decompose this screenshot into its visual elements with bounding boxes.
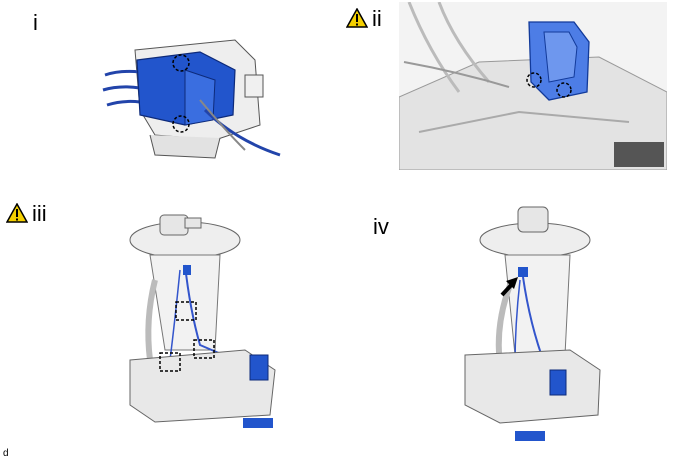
step-label-iv: iv (373, 214, 389, 239)
panel-iii-pump-illustration (129, 214, 276, 428)
warning-triangle-icon (346, 8, 368, 28)
panel-iv-pump-illustration (464, 206, 601, 441)
warning-triangle-icon (6, 203, 28, 223)
connector-marker (175, 301, 197, 321)
clip-marker (526, 72, 542, 88)
step-label-i: i (33, 10, 38, 35)
clip-marker (556, 82, 572, 98)
connector-marker (159, 352, 181, 372)
clip-marker (172, 115, 190, 133)
arrow-icon (500, 277, 518, 297)
panel-ii-cover-illustration (399, 2, 667, 170)
step-label-ii: ii (372, 6, 382, 31)
panel-i-connector-illustration (102, 39, 281, 159)
figure-code: d (3, 448, 9, 459)
connector-marker (193, 339, 215, 359)
step-label-iii: iii (32, 201, 47, 226)
clip-marker (172, 54, 190, 72)
